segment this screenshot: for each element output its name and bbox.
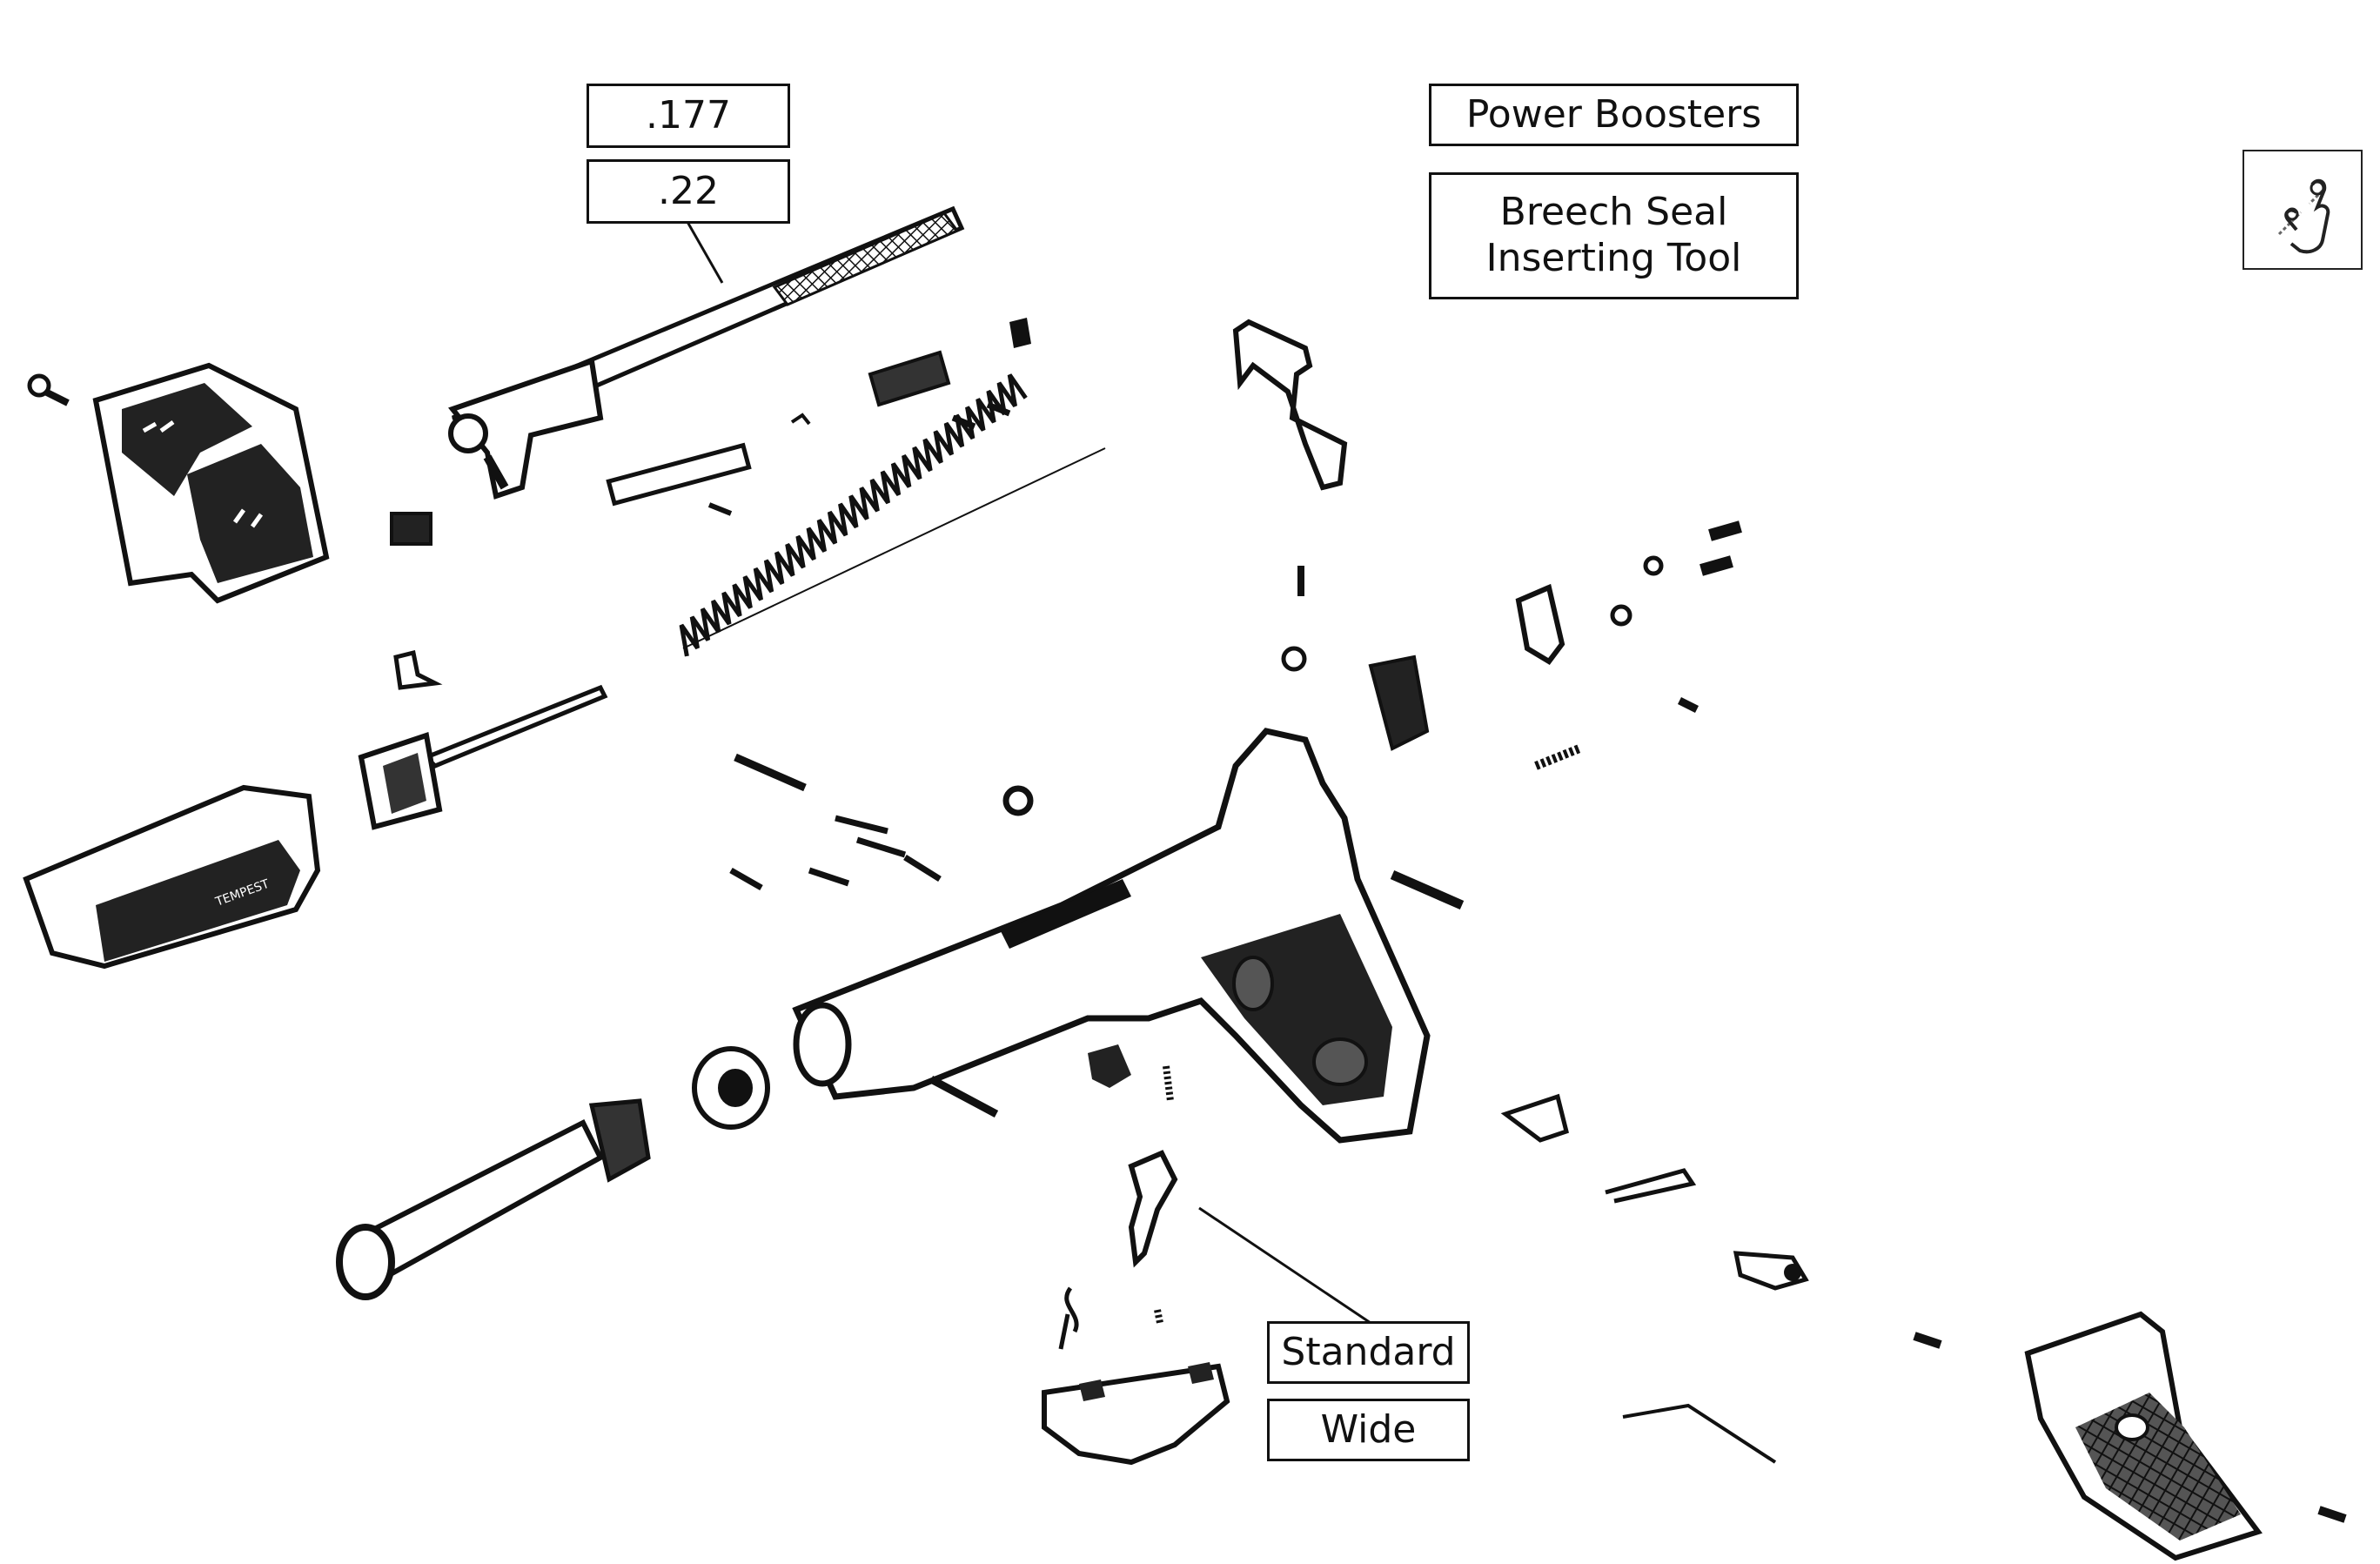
pin-7	[1390, 869, 1465, 910]
compression-tube	[336, 1098, 651, 1300]
small-pin-c	[707, 502, 733, 516]
rear-sight-bracket	[1232, 319, 1348, 491]
bushing	[390, 512, 432, 546]
pin-4	[808, 867, 850, 887]
washer-a	[1643, 555, 1664, 576]
cylinder-cover: TEMPEST	[23, 784, 321, 970]
small-clip	[790, 413, 811, 426]
label-caliber-177[interactable]: .177	[587, 84, 790, 148]
grip-screw-left	[27, 373, 70, 406]
sear	[1088, 1044, 1131, 1088]
label-caliber-22[interactable]: .22	[587, 159, 790, 224]
barrel	[447, 205, 965, 500]
main-frame	[792, 728, 1431, 1144]
leader-line-caliber	[686, 221, 724, 284]
left-grip-panel	[92, 362, 330, 604]
safety-catch	[1500, 1093, 1569, 1143]
main-spring	[679, 373, 1106, 657]
washer-small	[1002, 785, 1034, 816]
trigger-spring	[1058, 1286, 1079, 1350]
hair-clip	[1605, 1168, 1697, 1204]
barrel-latch-bar	[606, 442, 752, 507]
pin-3	[903, 855, 942, 882]
label-trigger-standard[interactable]: Standard	[1267, 1321, 1470, 1384]
piston-latch	[393, 649, 443, 690]
pin-8	[1677, 696, 1700, 714]
wire-rod	[1622, 1403, 1777, 1464]
screw-a	[1708, 520, 1742, 541]
rear-sight	[1368, 583, 1565, 751]
leader-line-trigger	[1198, 1206, 1371, 1325]
small-catch	[1009, 318, 1031, 348]
grip-screw-right-b	[2317, 1506, 2347, 1523]
cocking-block	[868, 350, 951, 407]
label-breech-seal-inserting-tool[interactable]: Breech Seal Inserting Tool	[1429, 172, 1799, 299]
right-grip-panel	[2024, 1311, 2263, 1561]
trigger-guard	[1042, 1362, 1230, 1466]
piston-rod	[358, 684, 608, 830]
pin-2	[855, 836, 907, 858]
washer-c	[1281, 646, 1307, 672]
pin-5	[729, 867, 763, 891]
washer-b	[1610, 604, 1632, 627]
pinch-zoom-icon	[2277, 178, 2330, 254]
label-trigger-wide[interactable]: Wide	[1267, 1399, 1470, 1461]
cocking-cam	[1733, 1251, 1809, 1291]
breech-washer	[692, 1046, 770, 1130]
pin-9	[734, 753, 807, 792]
pin-6	[929, 1076, 999, 1118]
screw-b	[1700, 555, 1733, 576]
pinch-zoom-button[interactable]	[2243, 150, 2363, 270]
spring-small	[1534, 744, 1581, 770]
label-power-boosters[interactable]: Power Boosters	[1429, 84, 1799, 146]
spring-vertical	[1163, 1065, 1174, 1102]
trigger	[1128, 1150, 1178, 1268]
grip-screw-right-a	[1913, 1332, 1942, 1349]
spring-tiny	[1154, 1309, 1163, 1324]
pin-1	[835, 815, 888, 835]
